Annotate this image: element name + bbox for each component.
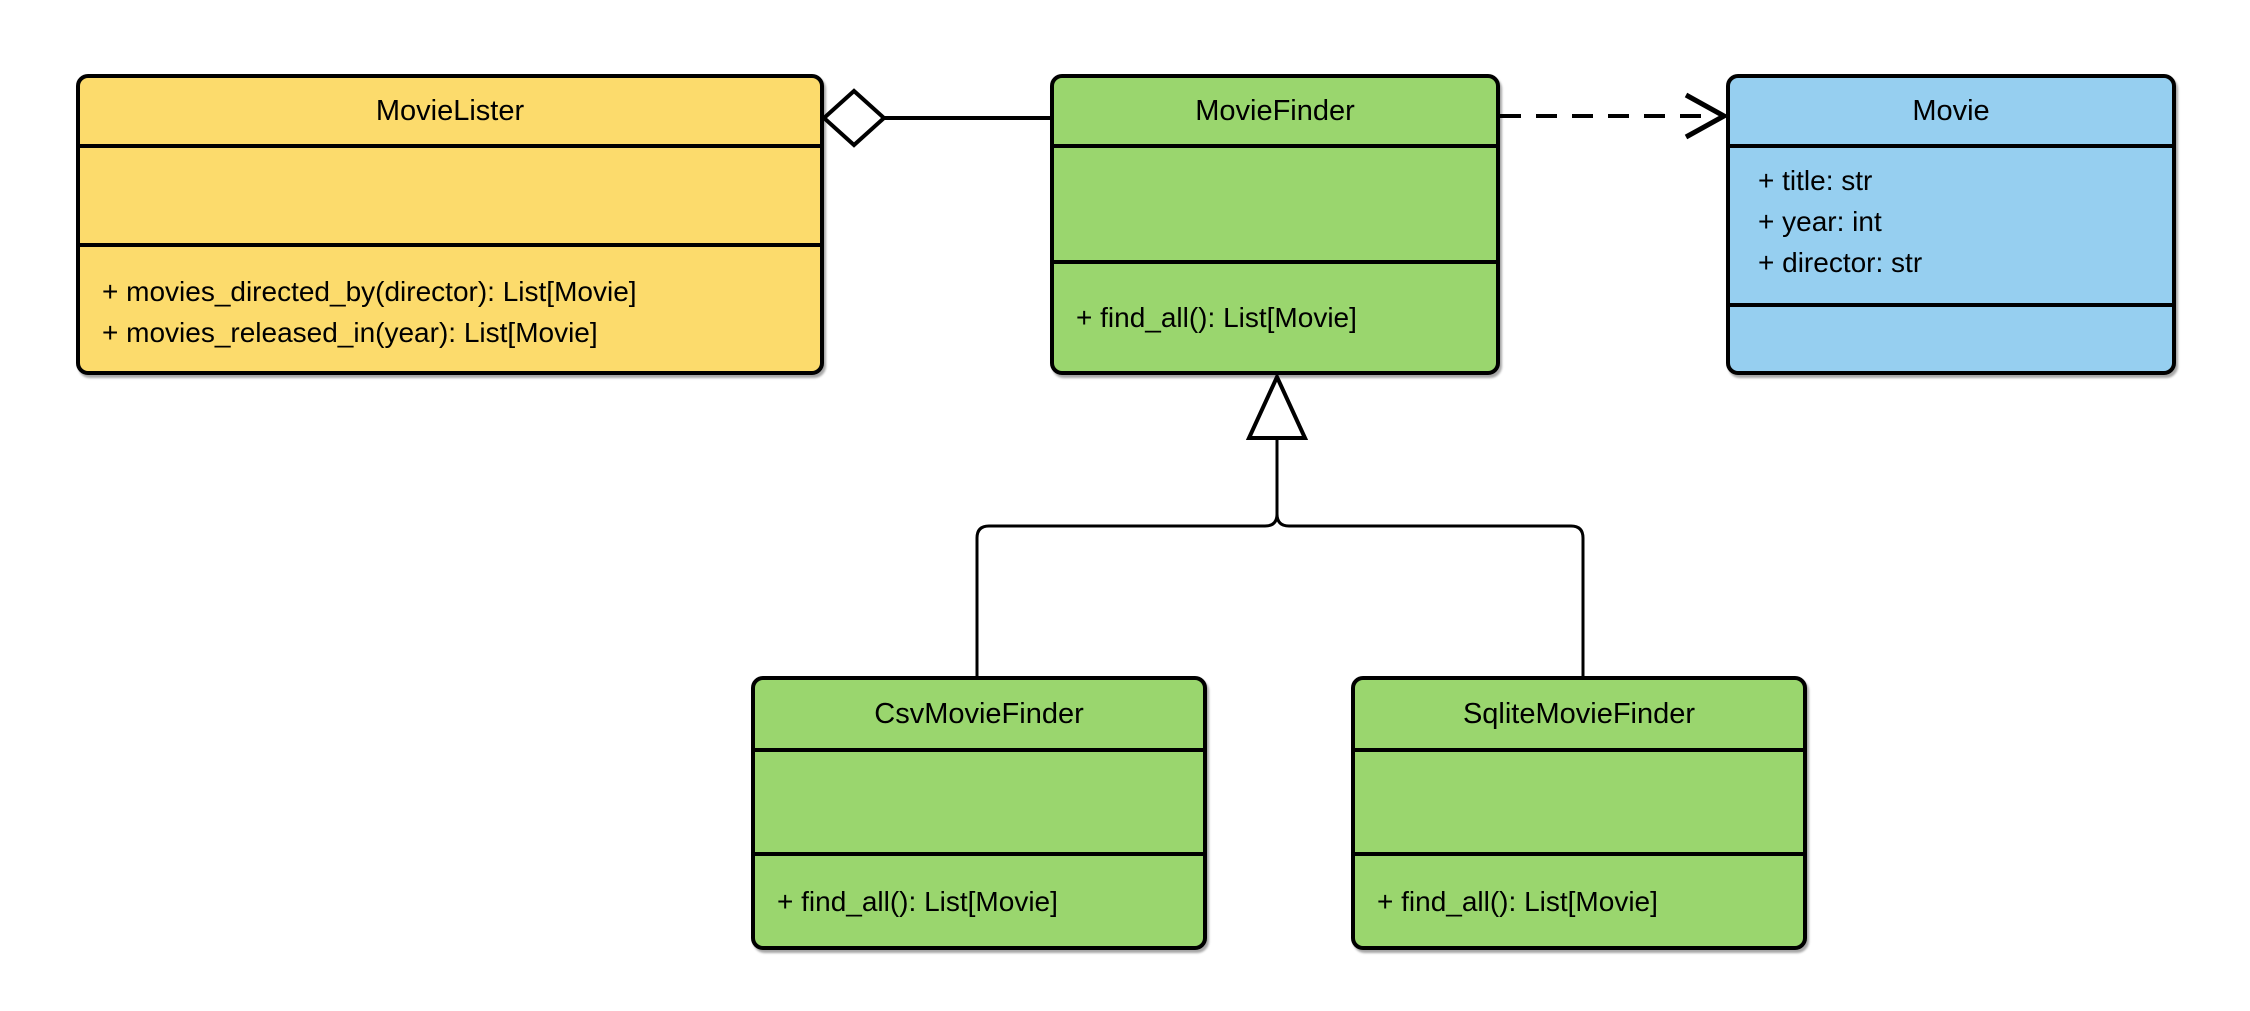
- class-methods: + movies_directed_by(director): List[Mov…: [80, 247, 820, 371]
- class-attributes: [1054, 148, 1496, 264]
- class-attributes: + title: str + year: int + director: str: [1730, 148, 2172, 307]
- class-sqlitemoviefinder[interactable]: SqliteMovieFinder + find_all(): List[Mov…: [1351, 676, 1807, 950]
- class-title: MovieLister: [80, 78, 820, 148]
- class-title: SqliteMovieFinder: [1355, 680, 1803, 752]
- attribute-label: + year: int: [1758, 206, 1882, 237]
- class-title: Movie: [1730, 78, 2172, 148]
- attribute-label: + title: str: [1758, 165, 1873, 196]
- class-attributes: [755, 752, 1203, 856]
- method-label: + movies_released_in(year): List[Movie]: [102, 317, 598, 348]
- class-csvmoviefinder[interactable]: CsvMovieFinder + find_all(): List[Movie]: [751, 676, 1207, 950]
- inheritance-triangle-icon[interactable]: [1245, 372, 1309, 440]
- inheritance-branch-csv[interactable]: [975, 440, 1279, 676]
- class-methods: [1730, 307, 2172, 371]
- class-title: MovieFinder: [1054, 78, 1496, 148]
- inheritance-branch-sqlite[interactable]: [1275, 440, 1585, 676]
- class-moviefinder[interactable]: MovieFinder + find_all(): List[Movie]: [1050, 74, 1500, 375]
- class-attributes: [80, 148, 820, 247]
- attribute-label: + director: str: [1758, 247, 1923, 278]
- method-label: + find_all(): List[Movie]: [1377, 885, 1658, 917]
- class-movie[interactable]: Movie + title: str + year: int + directo…: [1726, 74, 2176, 375]
- class-methods: + find_all(): List[Movie]: [1355, 856, 1803, 946]
- method-label: + find_all(): List[Movie]: [1076, 302, 1357, 333]
- dependency-arrowhead-icon[interactable]: [1684, 92, 1730, 140]
- class-methods: + find_all(): List[Movie]: [755, 856, 1203, 946]
- class-title: CsvMovieFinder: [755, 680, 1203, 752]
- method-label: + find_all(): List[Movie]: [777, 885, 1058, 917]
- class-movielister[interactable]: MovieLister + movies_directed_by(directo…: [76, 74, 824, 375]
- class-methods: + find_all(): List[Movie]: [1054, 264, 1496, 371]
- class-attributes: [1355, 752, 1803, 856]
- method-label: + movies_directed_by(director): List[Mov…: [102, 276, 637, 307]
- aggregation-diamond-icon[interactable]: [821, 88, 887, 148]
